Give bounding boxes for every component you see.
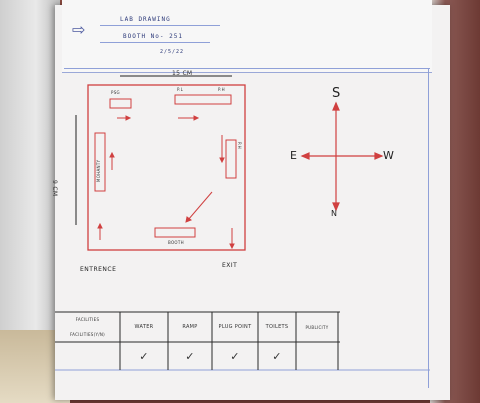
entrance-label: ENTRENCE [80, 266, 117, 273]
header-title: LAB DRAWING [120, 16, 171, 23]
table-row-header-top: FACILITIES [75, 317, 100, 322]
sheet-margin-line [64, 68, 430, 69]
exit-label: EXIT [222, 262, 238, 269]
table-column-ramp: RAMP [182, 324, 198, 330]
compass-bottom-label: N [331, 209, 338, 218]
compass-right-label: W [383, 149, 395, 162]
stall-top-mid [174, 94, 232, 105]
sheet-right-margin [428, 68, 429, 388]
compass-left-label: E [290, 149, 298, 162]
table-row-header-bottom: FACILITIES(Y/N) [69, 332, 106, 337]
stall-left-label: MOHANTY [96, 159, 101, 182]
paper-header-sheet [62, 0, 432, 73]
stall-top-left-label: PSG [111, 90, 120, 95]
top-dimension-label: 15 CM [172, 70, 193, 77]
check-toilets: ✓ [272, 349, 282, 363]
stall-top-left [109, 98, 132, 109]
stall-right [225, 139, 237, 179]
table-column-publicity: PUBLICITY [305, 324, 329, 330]
compass-top-label: S [332, 86, 341, 101]
stall-left [94, 132, 106, 192]
side-dimension-label: 9 CM [51, 180, 58, 197]
stall-booth-label: BOOTH [168, 240, 184, 245]
header-underline [100, 25, 220, 26]
header-underline-2 [100, 42, 210, 43]
pen-arrow-icon: ⇨ [72, 20, 86, 39]
stall-top-right-label: P.H [218, 87, 225, 92]
flow-arrow-4 [187, 191, 213, 221]
stall-booth [154, 227, 196, 238]
compass [300, 101, 384, 212]
facilities-table-grid [55, 311, 430, 371]
check-plug-point: ✓ [230, 349, 240, 363]
header-date: 2/5/22 [160, 49, 185, 55]
header-booth-number: BOOTH No- 251 [123, 33, 183, 40]
table-column-water: WATER [134, 324, 154, 330]
plan-outline [87, 84, 246, 251]
check-water: ✓ [139, 349, 149, 363]
check-publicity [296, 342, 338, 370]
table-column-plug-point: PLUG POINT [218, 324, 252, 330]
table-column-toilets: TOILETS [265, 324, 289, 330]
check-ramp: ✓ [185, 349, 195, 363]
stall-top-mid-label: P.L [177, 87, 184, 92]
stall-right-label: P.H [237, 142, 242, 149]
